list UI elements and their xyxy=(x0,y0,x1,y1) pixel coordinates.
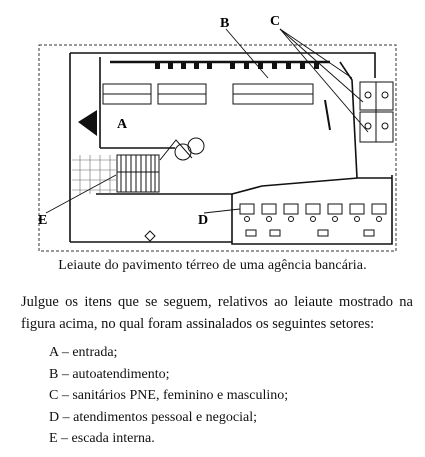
staircase xyxy=(116,154,160,193)
restrooms xyxy=(359,81,394,143)
site-boundary xyxy=(38,44,397,252)
revolving-doors xyxy=(159,137,205,161)
atm-counters xyxy=(102,60,331,131)
top-workstations xyxy=(155,63,319,69)
label-d: D xyxy=(198,213,208,228)
list-item: B – autoatendimento; xyxy=(49,366,170,382)
desk-clusters xyxy=(239,203,387,237)
floor-plan-figure: A B C D E xyxy=(38,14,397,252)
leader-lines xyxy=(45,28,369,214)
label-e: E xyxy=(38,213,47,228)
intro-paragraph: Julgue os itens que se seguem, relativos… xyxy=(21,294,413,332)
sector-list: A – entrada; B – autoatendimento; C – sa… xyxy=(49,342,288,450)
label-c: C xyxy=(270,14,280,29)
label-a: A xyxy=(117,117,128,132)
label-b: B xyxy=(220,16,229,31)
list-item: A – entrada; xyxy=(49,345,118,360)
floor-grid xyxy=(72,155,116,194)
diamond-symbol xyxy=(144,230,156,242)
figure-caption: Leiaute do pavimento térreo de uma agênc… xyxy=(58,258,367,273)
entrance-wedge xyxy=(78,110,97,136)
list-item: E – escada interna. xyxy=(49,431,155,446)
building-walls xyxy=(69,52,393,245)
list-item: D – atendimentos pessoal e negocial; xyxy=(49,409,257,425)
list-item: C – sanitários PNE, feminino e masculino… xyxy=(49,388,289,403)
